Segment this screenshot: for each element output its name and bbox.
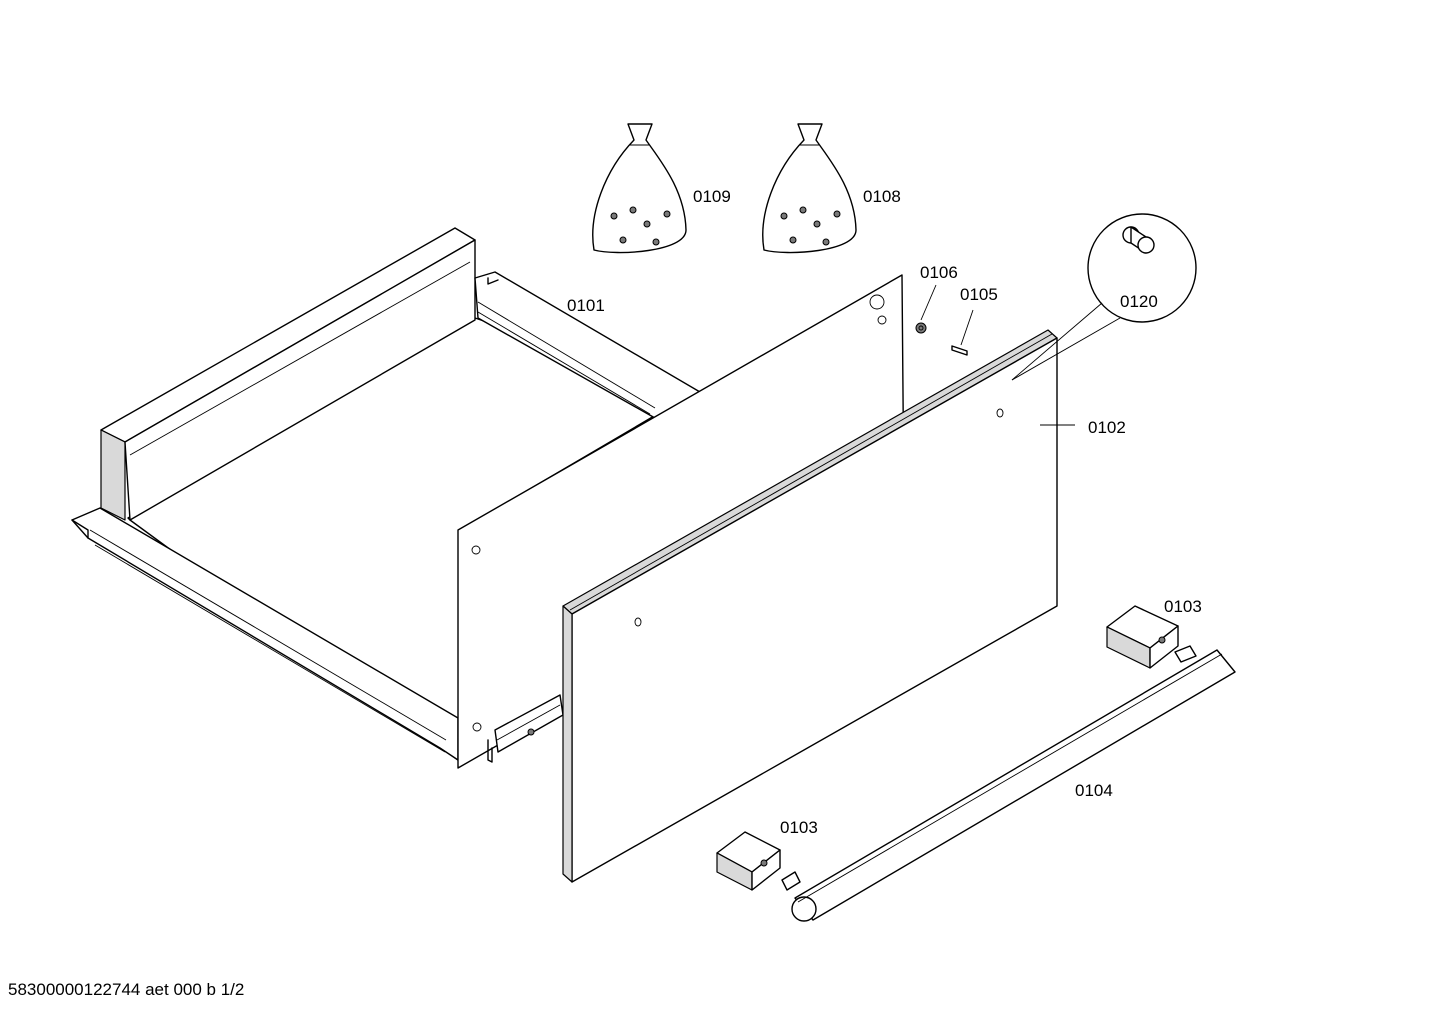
part-0105-pin — [951, 309, 974, 356]
screw-bag-0108 — [762, 123, 857, 254]
label-0105: 0105 — [960, 285, 998, 304]
screw-bag-0109 — [592, 123, 687, 254]
handle-holder-top — [1106, 605, 1179, 669]
label-0120: 0120 — [1120, 292, 1158, 311]
front-panel — [562, 329, 1075, 883]
handle-holder-bottom — [716, 831, 781, 891]
label-0103-top: 0103 — [1164, 597, 1202, 616]
handle-bar — [781, 645, 1236, 922]
label-0102: 0102 — [1088, 418, 1126, 437]
label-0103-bottom: 0103 — [780, 818, 818, 837]
part-0106-grommet — [915, 284, 937, 334]
drawing-reference: 58300000122744 aet 000 b 1/2 — [8, 980, 245, 999]
label-0106: 0106 — [920, 263, 958, 282]
label-0104: 0104 — [1075, 781, 1113, 800]
label-0101: 0101 — [567, 296, 605, 315]
label-0108: 0108 — [863, 187, 901, 206]
label-0109: 0109 — [693, 187, 731, 206]
detail-0120-knob — [1011, 213, 1197, 381]
